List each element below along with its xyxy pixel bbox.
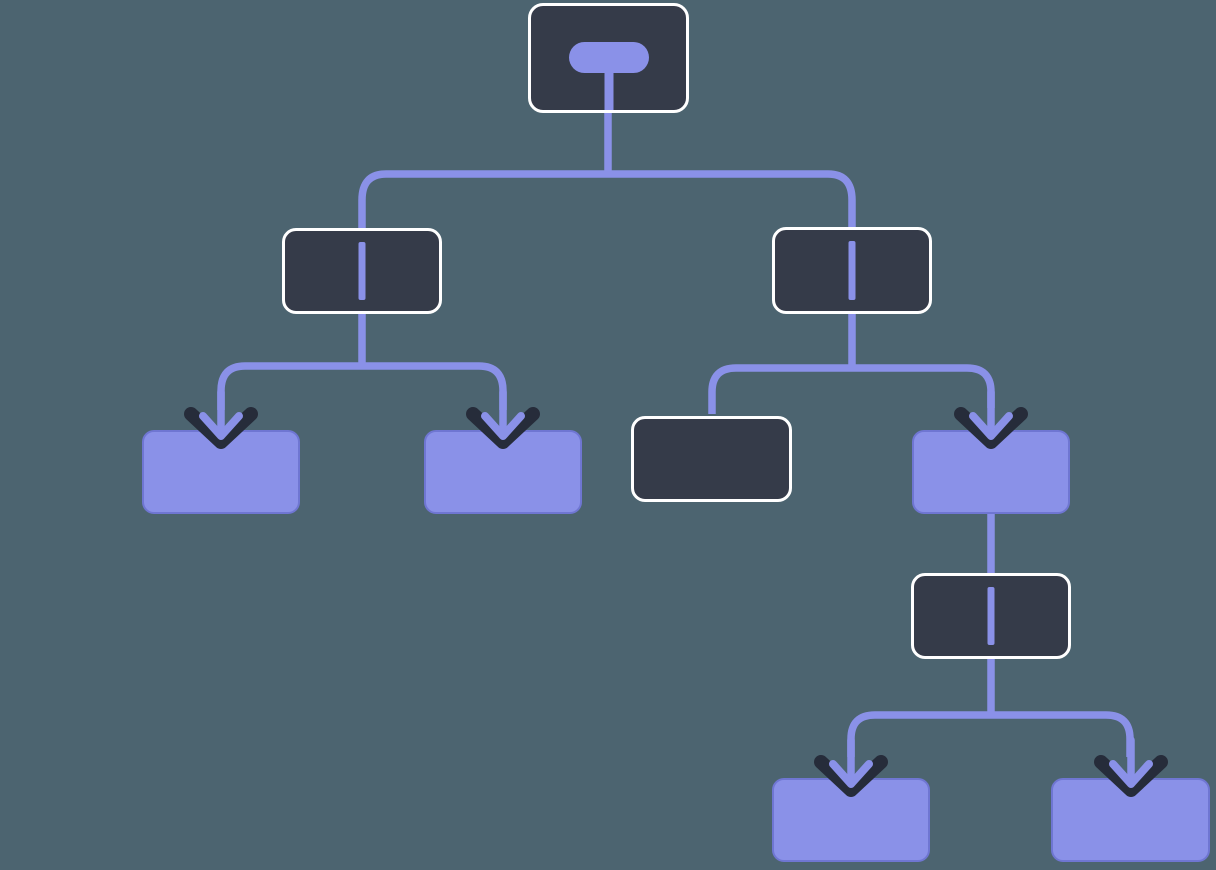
node-branch-right[interactable] — [772, 227, 932, 314]
node-start[interactable] — [528, 3, 689, 113]
vertical-line-icon — [358, 242, 366, 300]
node-placeholder[interactable] — [631, 416, 792, 502]
node-leaf-2[interactable] — [424, 388, 582, 514]
edge-bottom-branch — [847, 711, 1134, 757]
vertical-line-icon — [848, 241, 856, 300]
node-leaf-4[interactable] — [772, 736, 930, 862]
vertical-line-icon — [987, 587, 995, 645]
edge-left-branch — [217, 362, 507, 410]
node-leaf-5[interactable] — [1051, 736, 1210, 862]
node-branch-left[interactable] — [282, 228, 442, 314]
edge-root-branch — [358, 170, 856, 233]
node-leaf-3[interactable] — [912, 388, 1070, 514]
edge-right-branch — [708, 364, 995, 414]
node-branch-right-2[interactable] — [911, 573, 1071, 659]
pill-stem-icon — [604, 70, 613, 110]
pill-connector-icon — [568, 42, 649, 73]
node-leaf-1[interactable] — [142, 388, 300, 514]
